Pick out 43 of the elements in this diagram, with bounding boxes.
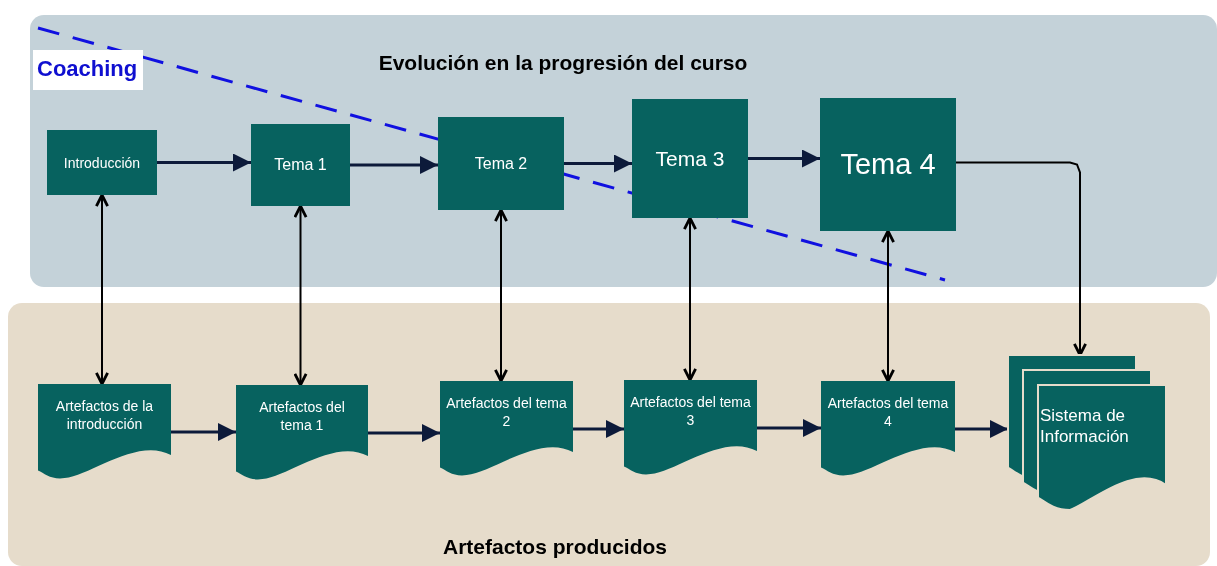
arrow <box>683 216 697 382</box>
node-label: Artefactos del tema 2 <box>446 395 567 430</box>
node-label: Tema 1 <box>274 156 327 174</box>
node-label: Artefactos del tema 4 <box>827 395 949 430</box>
arrow <box>955 420 1008 438</box>
arrow <box>494 208 508 383</box>
node-label: Introducción <box>63 154 141 171</box>
arrow <box>748 149 820 168</box>
arrow <box>881 229 895 383</box>
arrow <box>350 156 438 174</box>
multi-document-shape <box>1008 355 1166 510</box>
node-label: Artefactos de la introducción <box>54 398 155 433</box>
arrow <box>564 154 632 173</box>
arrow <box>955 161 1087 357</box>
arrow <box>368 424 440 442</box>
process-box <box>47 130 157 195</box>
process-box <box>438 117 564 210</box>
document-shape <box>821 381 955 477</box>
node-label: Tema 3 <box>655 146 725 171</box>
process-box <box>251 124 350 206</box>
document-shape <box>236 385 368 481</box>
arrow <box>157 153 251 172</box>
document-shape <box>440 381 573 477</box>
node-label: Sistema de Información <box>1040 405 1130 448</box>
document-shape <box>38 384 171 480</box>
arrow <box>171 423 236 441</box>
coaching-label: Coaching <box>37 56 138 82</box>
tag-box <box>33 50 143 90</box>
arrow <box>95 193 109 386</box>
background-panel <box>8 303 1210 566</box>
node-label: Tema 4 <box>840 148 936 181</box>
arrow <box>573 420 624 438</box>
process-box <box>632 99 748 218</box>
node-label: Tema 2 <box>474 154 528 173</box>
node-label: Artefactos del tema 1 <box>258 399 346 434</box>
process-box <box>820 98 956 231</box>
panel-heading: Artefactos producidos <box>443 535 667 559</box>
arrow <box>293 204 308 387</box>
arrow <box>757 419 821 437</box>
node-label: Artefactos del tema 3 <box>630 394 751 429</box>
document-shape <box>624 380 757 476</box>
panel-heading: Evolución en la progresión del curso <box>378 51 748 75</box>
background-panel <box>30 15 1217 287</box>
